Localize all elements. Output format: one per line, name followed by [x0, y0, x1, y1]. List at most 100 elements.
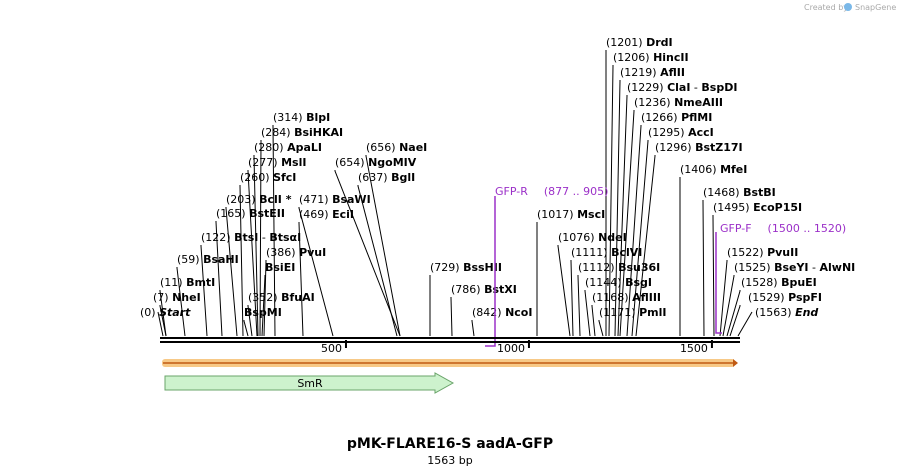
- site-nhei[interactable]: (7) NheI: [153, 291, 201, 337]
- site-connector: [157, 311, 164, 337]
- site-connector: [577, 275, 581, 337]
- site-label: BsiEI: [265, 261, 295, 274]
- site-position: (656): [366, 141, 399, 154]
- site-pvuii[interactable]: (1522) PvuII: [719, 246, 798, 337]
- site-label: (637) BglI: [358, 171, 415, 184]
- site-label: (1017) MscI: [537, 208, 605, 221]
- site-label: (656) NaeI: [366, 141, 427, 154]
- site-label: (729) BssHII: [430, 261, 502, 274]
- site-label: (1236) NmeAIII: [634, 96, 723, 109]
- site-label: (1144) BsgI: [585, 276, 652, 289]
- site-label: (1168) AflIII: [592, 291, 661, 304]
- site-position: (1495): [713, 201, 753, 214]
- site-name: BsiHKAI: [294, 126, 343, 139]
- plasmid-name: pMK-FLARE16-S aadA-GFP: [347, 436, 553, 452]
- site-connector: [635, 155, 656, 337]
- site-name: SfcI: [273, 171, 296, 184]
- primer-line: [485, 196, 496, 347]
- site-ndei[interactable]: (1076) NdeI: [557, 231, 627, 337]
- site-nmeaiii[interactable]: (1236) NmeAIII: [619, 96, 723, 337]
- primer-label: GFP-R(877 .. 905): [495, 185, 608, 198]
- site-connector: [239, 185, 244, 337]
- site-label: (1219) AflII: [620, 66, 685, 79]
- site-msci[interactable]: (1017) MscI: [536, 208, 605, 336]
- site-bsu36i[interactable]: (1112) Bsu36I: [577, 261, 660, 337]
- site-connector: [726, 290, 741, 337]
- site-hincii[interactable]: (1206) HincII: [608, 51, 689, 337]
- site-acci[interactable]: (1295) AccI: [631, 126, 714, 337]
- site-bsihkai[interactable]: (284) BsiHKAI: [259, 126, 343, 337]
- site-ngomiv[interactable]: (654) NgoMIV: [334, 156, 417, 337]
- site-ncoi[interactable]: (842) NcoI: [471, 306, 532, 337]
- site-name: AccI: [688, 126, 714, 139]
- site-bgli[interactable]: (637) BglI: [357, 171, 415, 337]
- site-bstz17i[interactable]: (1296) BstZ17I: [635, 141, 743, 337]
- site-connector: [247, 305, 253, 337]
- site-drdi[interactable]: (1201) DrdI: [605, 36, 673, 336]
- site-connector: [471, 320, 475, 337]
- site-separator: -: [258, 231, 269, 244]
- site-naei[interactable]: (656) NaeI: [365, 141, 427, 337]
- site-pflmi[interactable]: (1266) PflMI: [626, 111, 712, 337]
- site-position: (203): [226, 193, 259, 206]
- primer-name: GFP-R: [495, 185, 528, 198]
- site-name: HincII: [653, 51, 689, 64]
- site-ecii[interactable]: (469) EciI: [298, 208, 354, 337]
- site-name: MslI: [281, 156, 306, 169]
- site-name: BfuAI: [281, 291, 315, 304]
- primer-range: (1500 .. 1520): [768, 222, 847, 235]
- site-separator: -: [690, 81, 701, 94]
- site-label: (1229) ClaI - BspDI: [627, 81, 737, 94]
- site-connector: [272, 125, 276, 337]
- site-bsshii[interactable]: (729) BssHII: [429, 261, 502, 336]
- site-bseyi[interactable]: (1525) BseYI - AlwNI: [722, 261, 855, 337]
- site-label: (1528) BpuEI: [741, 276, 817, 289]
- site-position: (1522): [727, 246, 767, 259]
- site-mfei[interactable]: (1406) MfeI: [679, 163, 747, 336]
- site-name: BssHII: [463, 261, 502, 274]
- ruler-tick-label: 1000: [497, 342, 525, 355]
- site-pspfi[interactable]: (1529) PspFI: [729, 291, 822, 337]
- site-connector: [253, 155, 259, 337]
- site-position: (386): [266, 246, 299, 259]
- site-bsiei[interactable]: BsiEI: [261, 261, 295, 337]
- site-connector: [617, 95, 628, 337]
- site-bclvi[interactable]: (1111) BclVI: [570, 246, 642, 337]
- site-connector: [334, 170, 401, 337]
- site-bcli[interactable]: (203) BclI *: [225, 193, 292, 337]
- primer-gfp-f[interactable]: GFP-F(1500 .. 1520): [715, 222, 847, 334]
- site-position: (1206): [613, 51, 653, 64]
- snapgene-logo-icon: [844, 3, 852, 11]
- site-bstxi[interactable]: (786) BstXI: [450, 283, 517, 337]
- site-clai[interactable]: (1229) ClaI - BspDI: [617, 81, 737, 337]
- feature-smr[interactable]: SmR: [164, 372, 455, 394]
- site-name: BmtI: [186, 276, 215, 289]
- site-label: (1112) Bsu36I: [578, 261, 660, 274]
- site-connector: [598, 320, 604, 337]
- site-aflii[interactable]: (1219) AflII: [614, 66, 685, 337]
- site-name: BseYI: [774, 261, 808, 274]
- site-apali[interactable]: (280) ApaLI: [253, 141, 322, 337]
- site-msli[interactable]: (277) MslI: [247, 156, 306, 337]
- site-bpuei[interactable]: (1528) BpuEI: [726, 276, 817, 337]
- site-name: Bsu36I: [618, 261, 660, 274]
- site-name: NmeAIII: [674, 96, 723, 109]
- site-bstbi[interactable]: (1468) BstBI: [702, 186, 776, 337]
- site-name: BstBI: [743, 186, 776, 199]
- site-position: (277): [248, 156, 281, 169]
- primer-gfp-r[interactable]: GFP-R(877 .. 905): [485, 185, 608, 347]
- site-position: (1112): [578, 261, 618, 274]
- site-blpi[interactable]: (314) BlpI: [272, 111, 330, 337]
- site-connector: [608, 65, 614, 337]
- site-pvui[interactable]: (386) PvuI: [263, 246, 326, 337]
- site-label: (1406) MfeI: [680, 163, 747, 176]
- site-end[interactable]: (1563) End: [737, 306, 818, 337]
- site-name: ClaI: [667, 81, 690, 94]
- site-name: BsiEI: [265, 261, 295, 274]
- site-ecop15i[interactable]: (1495) EcoP15I: [712, 201, 802, 337]
- site-name: BsaHI: [203, 253, 239, 266]
- site-bsgi[interactable]: (1144) BsgI: [584, 276, 652, 337]
- site-connector: [176, 267, 186, 337]
- site-label: (1206) HincII: [613, 51, 689, 64]
